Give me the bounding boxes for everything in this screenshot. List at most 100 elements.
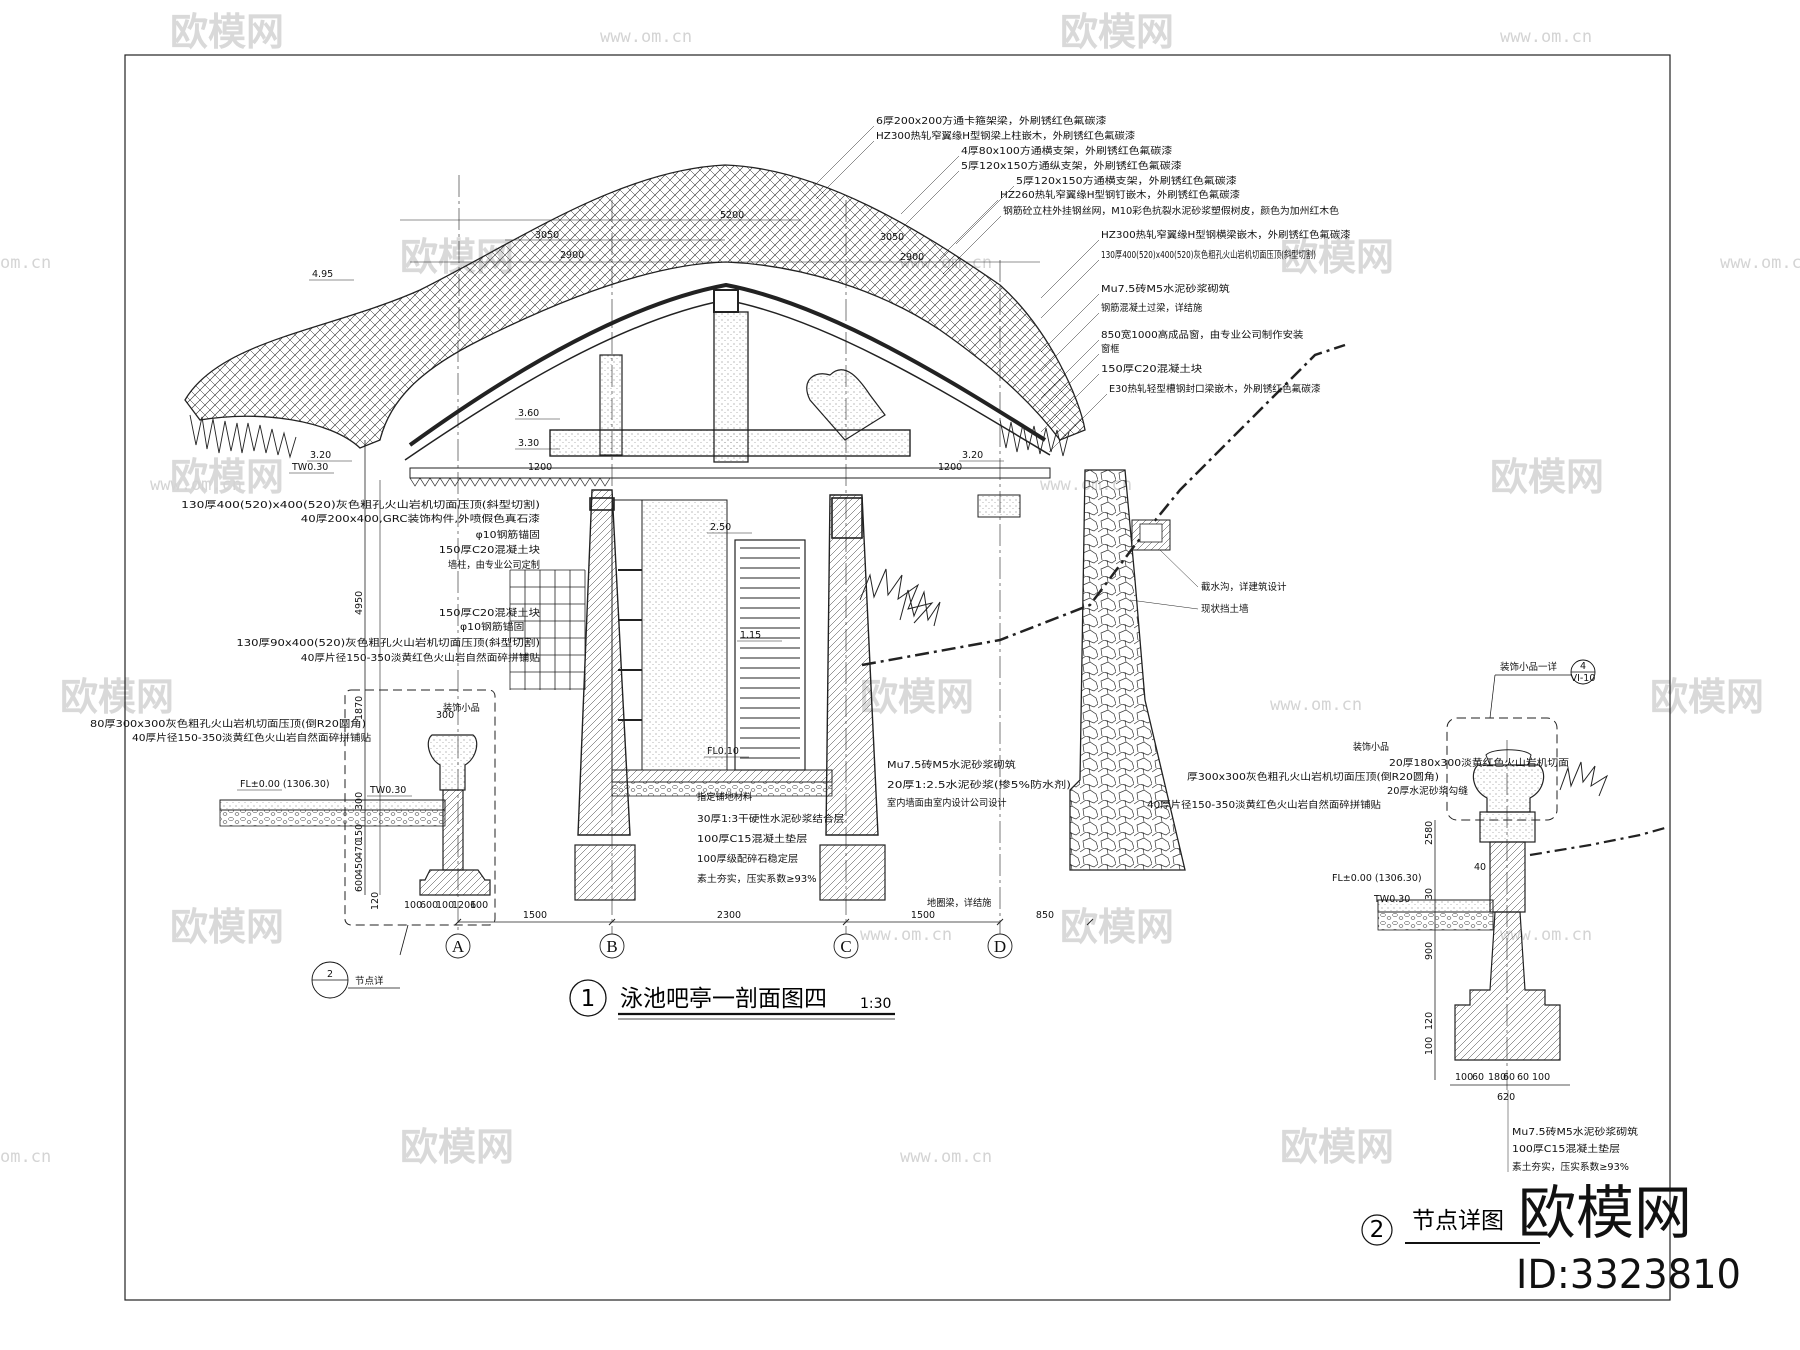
detail-title-block: 2 节点详图: [1361, 1208, 1540, 1246]
detail-dim: 40: [1474, 862, 1486, 873]
roof-note: 6厚200x200方通卡箍架梁，外刷锈红色氟碳漆: [876, 115, 1107, 127]
roof-note: 钢筋砼立柱外挂钢丝网，M10彩色抗裂水泥砂浆塑假树皮，颜色为加州红木色: [1003, 205, 1340, 217]
watermark-brand: 欧模网: [1060, 905, 1174, 949]
louver-door-frame: [734, 539, 806, 771]
detail-title-number-circle: [1361, 1214, 1393, 1246]
detail-cap: [1479, 811, 1536, 843]
node-ref-leader: [399, 924, 409, 956]
elevation-mark: FL0.10: [707, 746, 739, 757]
roof-leader: [939, 199, 999, 259]
roof-dim: 1200: [528, 462, 552, 473]
detail-bottom-note: 素土夯实，压实系数≥93%: [1512, 1161, 1629, 1173]
node-ref-number: 2: [327, 969, 333, 980]
roof-dim: 3050: [880, 232, 904, 243]
detail-note: 20厚水泥砂浆勾缝: [1387, 785, 1469, 797]
watermark-url: www.om.cn: [1500, 925, 1592, 945]
planter-shrubs: [859, 568, 941, 627]
watermark-brand: 欧模网: [1060, 10, 1174, 54]
watermark-url: www.om.cn: [1500, 27, 1592, 47]
roof-note: HZ260热轧窄翼缘H型钢钉嵌木，外刷锈红色氟碳漆: [1000, 189, 1241, 201]
grid-circle-b: [599, 933, 625, 959]
detail-note: 厚300x300灰色粗孔火山岩机切面压顶(倒R20圆角): [1187, 771, 1439, 783]
floor-note: 地圈梁，详结施: [927, 897, 992, 909]
thatch-roof: [184, 164, 1086, 449]
roof-note: Mu7.5砖M5水泥砂浆砌筑: [1101, 283, 1230, 295]
watermark-url: www.om.cn: [860, 925, 952, 945]
roof-leader: [815, 125, 875, 185]
left-note: 装饰小品: [443, 702, 480, 714]
watermark-url-short: om.cn: [0, 1147, 51, 1167]
roof-leader: [1040, 373, 1100, 433]
main-title-block: 1 泳池吧亭一剖面图四 1:30: [569, 979, 895, 1020]
bottom-dim: 1500: [911, 910, 935, 921]
roof-dim: 3050: [535, 230, 559, 241]
bottom-dim: 850: [1036, 910, 1054, 921]
roof-leader: [1040, 239, 1100, 299]
bottom-dim: 1500: [523, 910, 547, 921]
ground-slab-left: [219, 799, 446, 811]
drain-gutter-inner: [1139, 523, 1163, 543]
eave-fringe: [409, 477, 611, 487]
detail-dim: 900: [1424, 942, 1435, 960]
elevation-mark: 3.30: [518, 438, 539, 449]
detail-title-text: 节点详图: [1412, 1208, 1504, 1234]
node-ref-box: [344, 689, 496, 926]
watermark-brand: 欧模网: [1490, 455, 1604, 499]
watermark-url: www.om.cn: [600, 27, 692, 47]
node-ref-label: 节点详: [355, 975, 384, 987]
main-title-number-circle: [569, 979, 607, 1017]
detail-dim: 60: [1503, 1072, 1515, 1083]
misc-dim: 600: [420, 900, 438, 911]
watermark-brand: 欧模网: [1650, 675, 1764, 719]
vertical-dim: 470: [354, 840, 365, 858]
detail-slope: [1529, 826, 1666, 857]
floor-note: 100厚C15混凝土垫层: [697, 833, 807, 845]
elevation-mark: 3.20: [310, 450, 331, 461]
roof-dim: 1200: [938, 462, 962, 473]
elevation-mark: 3.60: [518, 408, 539, 419]
left-note: 130厚90x400(520)灰色粗孔火山岩机切面压顶(斜型切割): [236, 637, 540, 649]
grid-circle-a: [445, 933, 471, 959]
detail-ref-bottom: VI-10: [1571, 673, 1596, 684]
watermark-brand: 欧模网: [1280, 235, 1394, 279]
dim-tick: [996, 918, 1004, 926]
roof-leader: [1048, 393, 1108, 453]
roof-dim: 2900: [900, 252, 924, 263]
interior-wall-panel: [641, 499, 728, 771]
detail-elevation: FL±0.00 (1306.30): [1332, 873, 1422, 884]
pavilion-section: [184, 125, 1346, 935]
misc-dim: 100: [404, 900, 422, 911]
watermark-layer: 欧模网欧模网欧模网欧模网欧模网欧模网欧模网欧模网欧模网欧模网欧模网欧模网欧模网w…: [0, 10, 1800, 1169]
retaining-wall: [1069, 469, 1186, 871]
detail-note: 40厚片径150-350淡黄红色火山岩自然面碎拼铺贴: [1147, 799, 1382, 811]
left-note: 40厚片径150-350淡黄红色火山岩自然面碎拼铺贴: [132, 732, 372, 744]
lattice-screen: [509, 569, 586, 690]
dim-tick: [608, 918, 616, 926]
left-note: 墙柱，由专业公司定制: [448, 559, 540, 571]
roof-note: HZ300热轧窄翼缘H型钢横梁嵌木，外刷锈红色氟碳漆: [1101, 229, 1351, 241]
dim-tick: [842, 918, 850, 926]
detail-dim: 100: [1424, 1037, 1435, 1055]
lintel-block-right: [831, 497, 863, 539]
detail-dim: 30: [1424, 888, 1435, 900]
vertical-dim: 150: [354, 824, 365, 842]
floor-slab: [611, 769, 833, 783]
thatch-fringe: [189, 414, 297, 459]
detail-dim: 60: [1472, 1072, 1484, 1083]
roof-dim: 5200: [720, 210, 744, 221]
detail-elevation-tw: TW0.30: [1373, 894, 1410, 905]
bar-shelves: [618, 569, 642, 721]
grid-circle-d: [987, 933, 1013, 959]
left-note: 40厚200x400,GRC装饰构件,外喷假色真石漆: [301, 513, 541, 525]
detail-title-number: 2: [1370, 1217, 1385, 1243]
roof-note: 4厚80x100方通横支架，外刷锈红色氟碳漆: [961, 145, 1173, 157]
detail-ref-top: 4: [1580, 661, 1586, 672]
detail-bottom-note: Mu7.5砖M5水泥砂浆砌筑: [1512, 1126, 1639, 1138]
left-column: [577, 489, 631, 836]
detail-pier-body: [1454, 911, 1561, 1061]
roof-note-leaders: [815, 125, 1108, 453]
roof-note: 窗框: [1101, 343, 1120, 355]
watermark-brand: 欧模网: [170, 455, 284, 499]
